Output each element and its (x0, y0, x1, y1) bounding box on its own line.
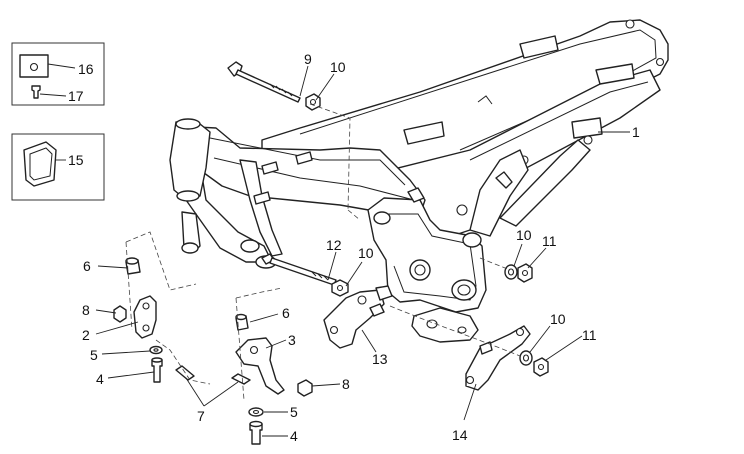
callout-10-top: 10 (330, 59, 346, 75)
callout-10-mid: 10 (358, 245, 374, 261)
leader-lines (95, 65, 630, 437)
callout-13: 13 (372, 351, 388, 367)
callout-14: 14 (452, 427, 468, 443)
callout-5-center: 5 (290, 404, 298, 420)
callout-11-right-upper: 11 (542, 233, 557, 249)
washer-5-center (248, 407, 264, 417)
assembly-lines (125, 103, 521, 401)
callout-1: 1 (632, 124, 640, 140)
callout-labels: 1 9 10 12 10 10 11 10 11 13 14 16 17 15 … (68, 51, 640, 444)
nut-right-lower (533, 357, 549, 377)
bracket-3 (235, 337, 285, 395)
callout-8-left: 8 (82, 302, 90, 318)
callout-3: 3 (288, 332, 296, 348)
screw-4-left (151, 357, 163, 383)
callout-9: 9 (304, 51, 312, 67)
callout-16: 16 (78, 61, 94, 77)
kit-box-label-and-screw (11, 42, 105, 106)
callout-11-right-lower: 11 (582, 327, 597, 343)
side-bracket-14 (465, 325, 531, 391)
bracket-2 (133, 295, 157, 339)
nut-right-upper (517, 263, 533, 283)
washer-right-upper (504, 264, 518, 280)
frame (169, 19, 669, 313)
callout-10-right-lower: 10 (550, 311, 566, 327)
callout-4-center: 4 (290, 428, 298, 444)
callout-2: 2 (82, 327, 90, 343)
nut-lower-left (331, 279, 349, 297)
callout-12: 12 (326, 237, 342, 253)
callout-6-left: 6 (83, 258, 91, 274)
engine-bracket-left (323, 285, 393, 349)
spacer-center (235, 313, 249, 331)
washer-right-lower (519, 350, 533, 366)
callout-6-center: 6 (282, 305, 290, 321)
engine-bracket-mid (411, 307, 479, 343)
washer-5-left (149, 345, 163, 355)
nut-8-left (113, 305, 127, 323)
callout-5-left: 5 (90, 347, 98, 363)
kit-box-cap (11, 133, 105, 201)
long-bolt (227, 61, 301, 103)
callout-7: 7 (197, 408, 205, 424)
nut-upper (305, 93, 321, 111)
spacer-left (125, 257, 141, 275)
callout-17: 17 (68, 88, 84, 104)
callout-8-center: 8 (342, 376, 350, 392)
callout-10-right-upper: 10 (516, 227, 532, 243)
stud-7-b (231, 373, 251, 385)
callout-15: 15 (68, 152, 84, 168)
callout-4-left: 4 (96, 371, 104, 387)
lower-long-bolt (261, 253, 337, 286)
screw-4-center (249, 420, 263, 445)
nut-8-center (297, 379, 313, 397)
